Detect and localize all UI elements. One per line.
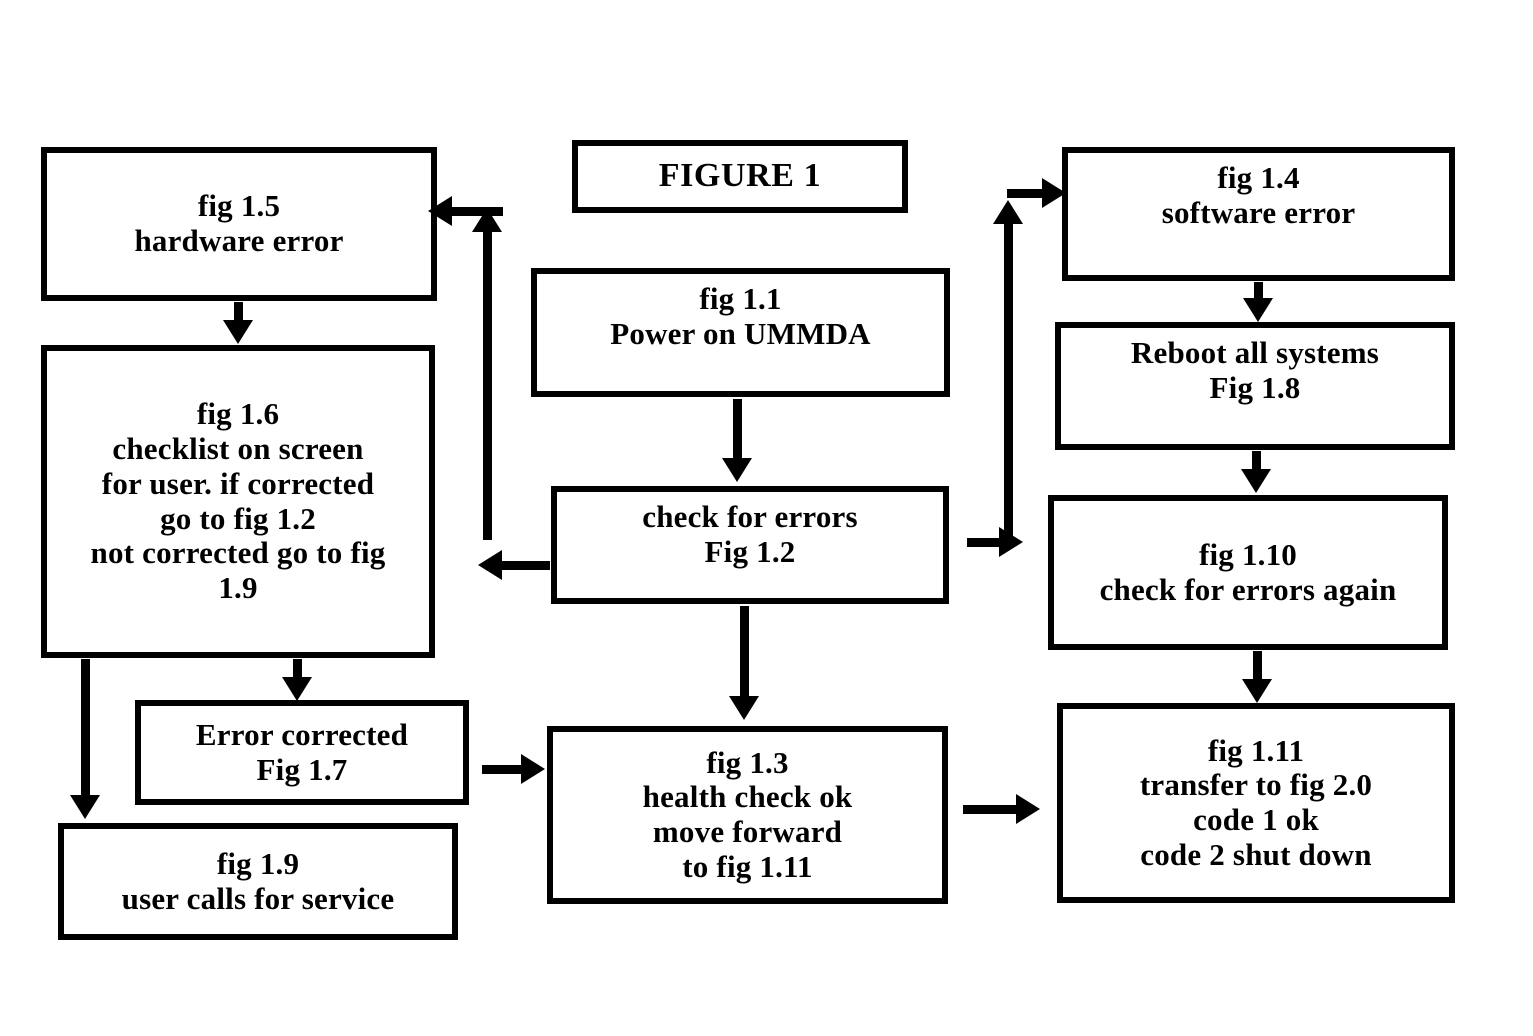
edge-line [740, 606, 749, 700]
node-fig-1-3-label: fig 1.3 health check ok move forward to … [642, 744, 853, 884]
edge-line [1253, 651, 1262, 685]
node-fig-1-7-label: Error corrected Fig 1.7 [195, 716, 409, 787]
node-fig-1-9-label: fig 1.9 user calls for service [121, 845, 395, 916]
arrow-down-icon [282, 677, 312, 701]
node-fig-1-10[interactable]: fig 1.10 check for errors again [1048, 495, 1448, 650]
node-fig-1-3[interactable]: fig 1.3 health check ok move forward to … [547, 726, 948, 904]
node-fig-1-5[interactable]: fig 1.5 hardware error [41, 147, 437, 301]
node-fig-1-8-label: Reboot all systems Fig 1.8 [1130, 335, 1380, 405]
edge-line [733, 399, 742, 462]
node-fig-1-6[interactable]: fig 1.6 checklist on screen for user. if… [41, 345, 435, 658]
edge-line [293, 659, 302, 683]
node-fig-1-7[interactable]: Error corrected Fig 1.7 [135, 700, 469, 805]
node-fig-1-10-label: fig 1.10 check for errors again [1099, 536, 1397, 607]
node-fig-1-9[interactable]: fig 1.9 user calls for service [58, 823, 458, 940]
figure-title-label: FIGURE 1 [658, 157, 822, 195]
node-fig-1-1[interactable]: fig 1.1 Power on UMMDA [531, 268, 950, 397]
arrow-down-icon [1243, 298, 1273, 322]
node-fig-1-2[interactable]: check for errors Fig 1.2 [551, 486, 949, 604]
edge-line [482, 765, 526, 774]
edge-line [483, 230, 492, 540]
node-fig-1-11-label: fig 1.11 transfer to fig 2.0 code 1 ok c… [1139, 732, 1373, 872]
edge-line [967, 538, 1004, 547]
edge-line [1007, 189, 1047, 198]
arrow-down-icon [70, 795, 100, 819]
edge-line [81, 659, 90, 799]
arrow-down-icon [722, 458, 752, 482]
node-fig-1-4-label: fig 1.4 software error [1161, 160, 1356, 230]
edge-line [234, 302, 243, 326]
edge-line [1004, 222, 1013, 540]
edge-line [1252, 451, 1261, 475]
node-fig-1-1-label: fig 1.1 Power on UMMDA [610, 281, 871, 351]
node-fig-1-6-label: fig 1.6 checklist on screen for user. if… [90, 396, 386, 605]
figure-title-box: FIGURE 1 [572, 140, 908, 213]
arrow-right-icon [521, 754, 545, 784]
arrow-down-icon [223, 320, 253, 344]
node-fig-1-4[interactable]: fig 1.4 software error [1062, 147, 1455, 281]
arrow-down-icon [1241, 469, 1271, 493]
node-fig-1-8[interactable]: Reboot all systems Fig 1.8 [1055, 322, 1455, 450]
arrow-up-icon [993, 200, 1023, 224]
edge-line [1254, 282, 1263, 304]
node-fig-1-11[interactable]: fig 1.11 transfer to fig 2.0 code 1 ok c… [1057, 703, 1455, 903]
edge-line [443, 207, 503, 216]
arrow-left-icon [428, 196, 452, 226]
node-fig-1-5-label: fig 1.5 hardware error [134, 188, 344, 258]
edge-line [963, 805, 1021, 814]
arrow-down-icon [729, 696, 759, 720]
arrow-down-icon [1242, 679, 1272, 703]
arrow-right-icon [1016, 794, 1040, 824]
node-fig-1-2-label: check for errors Fig 1.2 [642, 499, 858, 569]
edge-line [502, 561, 550, 570]
arrow-right-icon [1042, 178, 1066, 208]
arrow-left-icon [478, 550, 502, 580]
